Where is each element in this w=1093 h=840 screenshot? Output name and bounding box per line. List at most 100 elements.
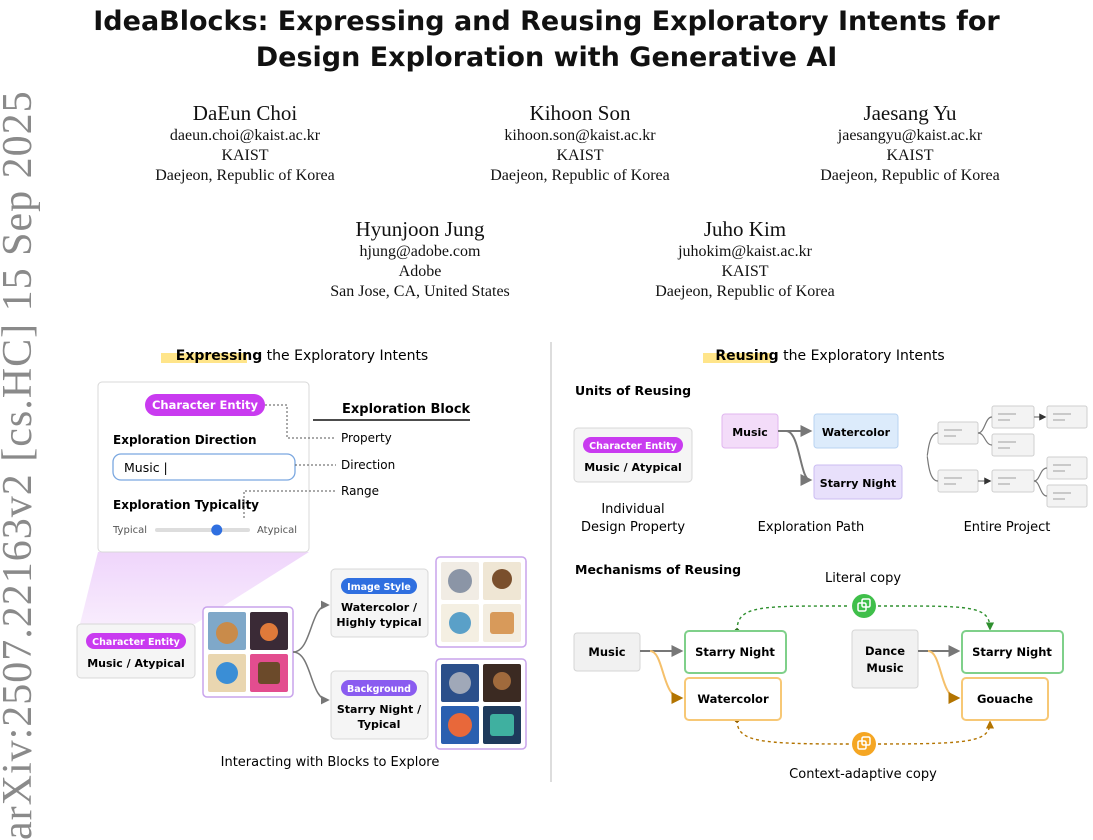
branch-connector — [292, 600, 330, 653]
zoom-fan — [80, 552, 309, 624]
author-name: Juho Kim — [703, 217, 787, 241]
author-location: Daejeon, Republic of Korea — [490, 167, 670, 184]
author-email[interactable]: juhokim@kaist.ac.kr — [678, 243, 812, 260]
author-affiliation: KAIST — [221, 147, 269, 164]
callout-range: Range — [341, 484, 379, 498]
unit1-caption-line1: Individual — [601, 502, 664, 517]
author-affiliation: KAIST — [886, 147, 934, 164]
slider-max-label: Atypical — [257, 525, 297, 536]
adaptive-copy-icon[interactable] — [852, 732, 876, 756]
background-chip-label: Background — [347, 684, 411, 695]
unit-entity-chip — [583, 437, 683, 453]
mech-node-watercolor[interactable] — [684, 677, 782, 721]
paper-title-line-2: Design Exploration with Generative AI — [255, 42, 838, 73]
author-email[interactable]: daeun.choi@kaist.ac.kr — [169, 127, 321, 144]
entity-chip[interactable] — [145, 394, 265, 416]
block-title: Exploration Block — [342, 402, 471, 417]
unit3-caption: Entire Project — [964, 520, 1051, 535]
path-node-watercolor[interactable] — [813, 413, 899, 449]
generated-image-art — [490, 714, 514, 736]
author-block: Jaesang Yu jaesangyu@kaist.ac.kr KAIST D… — [790, 100, 1030, 186]
branch2-value-line1: Starry Night / — [337, 703, 422, 716]
direction-input-value: Music | — [124, 460, 168, 475]
mech-node-starry-label: Starry Night — [695, 645, 775, 659]
unit2-caption: Exploration Path — [758, 520, 865, 535]
author-block: Kihoon Son kihoon.son@kaist.ac.kr KAIST … — [455, 100, 705, 186]
author-email[interactable]: jaesangyu@kaist.ac.kr — [837, 127, 983, 144]
author-name: Hyunjoon Jung — [355, 217, 485, 241]
author-affiliation: KAIST — [721, 263, 769, 280]
mech-node-starry-target-label: Starry Night — [972, 645, 1052, 659]
unit-value: Music / Atypical — [584, 461, 682, 474]
generated-image-art — [492, 569, 512, 589]
author-block: Juho Kim juhokim@kaist.ac.kr KAIST Daeje… — [620, 216, 870, 302]
adaptive-copy-label: Context-adaptive copy — [789, 767, 937, 782]
author-location: Daejeon, Republic of Korea — [655, 283, 835, 300]
author-affiliation: KAIST — [556, 147, 604, 164]
copy-glyph — [861, 598, 871, 608]
generated-image-art — [490, 612, 514, 634]
mech-node-starry-target[interactable] — [961, 630, 1064, 674]
source-entity-chip — [86, 633, 186, 649]
slider-thumb[interactable] — [211, 524, 223, 536]
right-heading: Reusing the Exploratory Intents — [715, 348, 944, 364]
path-node-starry-label: Starry Night — [820, 477, 896, 490]
branch1-value-line2: Highly typical — [336, 616, 421, 629]
project-tree-skeleton — [937, 405, 1088, 508]
generated-image-art — [216, 662, 238, 684]
callout-property: Property — [341, 431, 392, 445]
author-name: DaEun Choi — [192, 101, 298, 125]
author-name: Jaesang Yu — [863, 101, 957, 125]
literal-copy-arc — [736, 605, 990, 631]
path-node-watercolor-label: Watercolor — [822, 426, 891, 439]
adaptive-copy-arc — [736, 720, 990, 745]
mech-node-music-label: Music — [588, 645, 625, 659]
source-value: Music / Atypical — [87, 657, 185, 670]
path-node-starry[interactable] — [813, 464, 903, 500]
branch1-value-line1: Watercolor / — [341, 601, 418, 614]
paper-title: IdeaBlocks: Expressing and Reusing Explo… — [0, 4, 1093, 76]
mech-node-dance-music[interactable] — [851, 629, 919, 689]
generated-image-art — [258, 662, 280, 684]
generated-image-art — [448, 569, 472, 593]
heading-highlight — [703, 353, 771, 363]
units-title: Units of Reusing — [575, 383, 691, 398]
generated-image-art — [449, 612, 471, 634]
author-affiliation: Adobe — [398, 263, 442, 280]
author-email[interactable]: kihoon.son@kaist.ac.kr — [504, 127, 656, 144]
slider-track[interactable] — [155, 528, 250, 532]
mechanisms-title: Mechanisms of Reusing — [575, 562, 741, 577]
slider-min-label: Typical — [112, 525, 147, 536]
branch-connector — [292, 651, 330, 705]
callout-line-range — [243, 490, 336, 518]
paper-title-line-1: IdeaBlocks: Expressing and Reusing Explo… — [93, 6, 1000, 37]
path-node-music-label: Music — [732, 426, 768, 439]
image-style-chip-label: Image Style — [347, 582, 411, 593]
mech-arrow — [927, 650, 961, 704]
mech-node-starry[interactable] — [684, 630, 787, 674]
left-heading: Expressing the Exploratory Intents — [176, 348, 428, 364]
branch2-value-line2: Typical — [358, 718, 401, 731]
unit-entity-chip-label: Character Entity — [589, 441, 677, 452]
source-entity-chip-label: Character Entity — [92, 637, 180, 648]
author-location: Daejeon, Republic of Korea — [820, 167, 1000, 184]
project-tree-connectors — [926, 413, 1048, 497]
mech-node-dance-line2: Music — [866, 661, 903, 675]
path-arrow — [785, 430, 813, 486]
mech-arrow — [649, 650, 684, 704]
generated-image-art — [449, 672, 471, 694]
typicality-label: Exploration Typicality — [113, 498, 259, 512]
unit1-caption-line2: Design Property — [581, 520, 685, 535]
literal-copy-icon[interactable] — [852, 594, 876, 618]
literal-copy-label: Literal copy — [825, 571, 901, 586]
direction-input[interactable] — [112, 453, 296, 481]
left-caption: Interacting with Blocks to Explore — [221, 755, 440, 770]
generated-image-art — [448, 713, 472, 737]
background-chip — [341, 680, 417, 696]
callout-direction: Direction — [341, 458, 395, 472]
author-block: Hyunjoon Jung hjung@adobe.com Adobe San … — [295, 216, 545, 302]
author-location: Daejeon, Republic of Korea — [155, 167, 335, 184]
mech-node-watercolor-label: Watercolor — [697, 692, 769, 706]
mech-node-gouache[interactable] — [961, 677, 1049, 721]
author-email[interactable]: hjung@adobe.com — [359, 243, 481, 260]
